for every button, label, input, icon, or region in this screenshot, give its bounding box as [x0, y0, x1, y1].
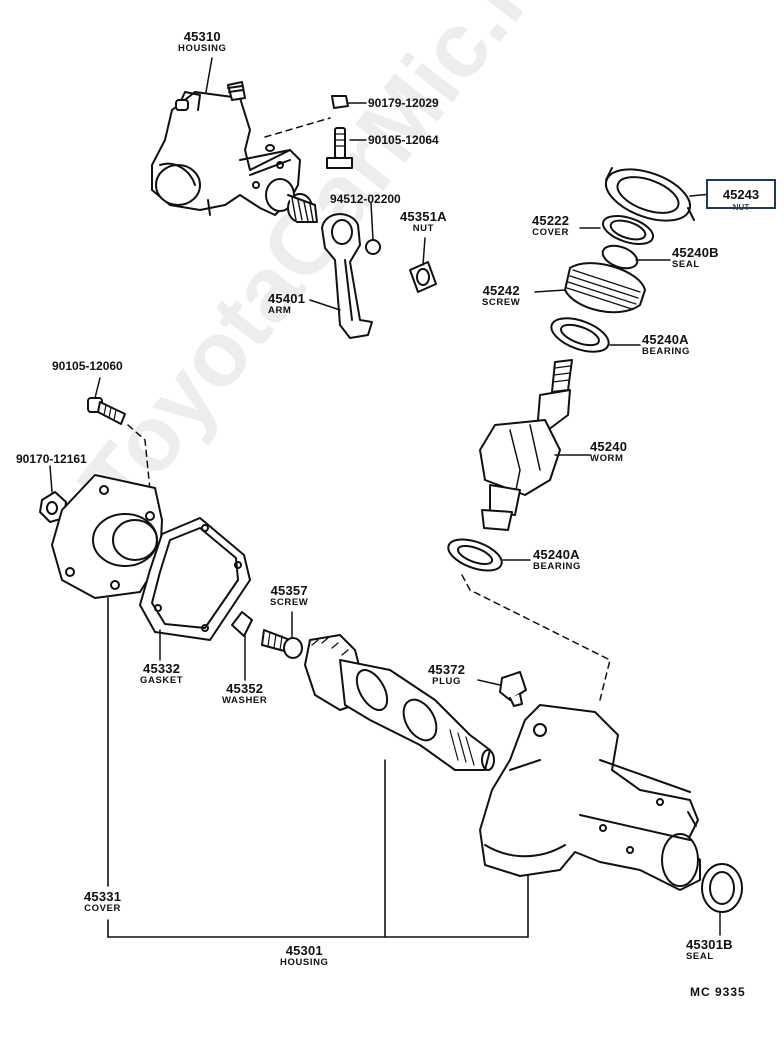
fastener-drawings-top	[264, 95, 437, 293]
fastener-90105-12064: 90105-12064	[368, 133, 439, 147]
highlight-name: NUT	[732, 203, 750, 212]
part-name: BEARING	[533, 561, 582, 572]
label-45301B: 45301B SEAL	[686, 938, 733, 962]
part-name: COVER	[532, 227, 569, 238]
part-name: COVER	[84, 903, 121, 914]
label-45301: 45301 HOUSING	[280, 944, 329, 968]
part-name: GASKET	[140, 675, 184, 686]
leader-bracket-lines	[107, 597, 529, 938]
part-number: 45240A	[642, 332, 689, 347]
part-name: SCREW	[482, 297, 521, 308]
sector-shaft-drawing	[304, 634, 495, 771]
part-number: 45401	[268, 291, 306, 306]
label-45240A-lower: 45240A BEARING	[533, 548, 581, 572]
label-45240: 45240 WORM	[590, 440, 627, 464]
diagram-code: MC 9335	[690, 985, 746, 999]
label-45351A: 45351A NUT	[400, 210, 447, 234]
label-45352: 45352 WASHER	[222, 682, 267, 706]
part-number: 45242	[482, 283, 520, 298]
part-number: 45240B	[672, 245, 719, 260]
part-number: 45240A	[533, 547, 580, 562]
part-name: NUT	[412, 223, 435, 234]
part-name: ARM	[268, 305, 292, 316]
part-number: 45357	[270, 583, 308, 598]
fastener-90170-12161: 90170-12161	[16, 452, 87, 466]
part-number: 45301	[285, 943, 323, 958]
part-number: 45301B	[686, 937, 733, 952]
fastener-90105-12060: 90105-12060	[52, 359, 123, 373]
label-45310: 45310 HOUSING	[178, 30, 227, 54]
part-number: 45240	[590, 439, 628, 454]
label-45242: 45242 SCREW	[482, 284, 520, 308]
part-number: 45310	[183, 29, 221, 44]
label-45240A-upper: 45240A BEARING	[642, 333, 690, 357]
label-45222: 45222 COVER	[532, 214, 569, 238]
part-name: BEARING	[642, 346, 691, 357]
lower-housing-drawing	[479, 704, 701, 891]
label-45357: 45357 SCREW	[270, 584, 308, 608]
plug-drawing	[477, 671, 527, 707]
upper-housing-drawing	[151, 57, 318, 223]
pitman-arm-drawing	[309, 213, 373, 339]
part-name: WORM	[590, 453, 624, 464]
part-number: 45222	[532, 213, 570, 228]
fastener-90179-12029: 90179-12029	[368, 96, 439, 110]
part-name: SEAL	[686, 951, 714, 962]
part-number: 45372	[428, 662, 466, 677]
label-45401: 45401 ARM	[268, 292, 305, 316]
label-45331: 45331 COVER	[84, 890, 121, 914]
part-number: 45352	[226, 681, 264, 696]
part-number: 45332	[143, 661, 181, 676]
lower-seal-drawing	[701, 863, 743, 936]
highlight-number: 45243	[722, 187, 760, 202]
part-number: 45351A	[400, 209, 447, 224]
label-45240B: 45240B SEAL	[672, 246, 719, 270]
part-number: 45331	[84, 889, 122, 904]
part-name: SEAL	[672, 259, 700, 270]
part-name: SCREW	[270, 597, 309, 608]
highlighted-part-45243[interactable]: 45243 NUT	[706, 179, 776, 212]
part-name: HOUSING	[280, 957, 329, 968]
fastener-94512-02200: 94512-02200	[330, 192, 401, 206]
worm-assembly-drawing	[447, 167, 713, 701]
part-name: WASHER	[222, 695, 268, 706]
side-cover-drawing	[39, 377, 303, 681]
part-name: HOUSING	[178, 43, 227, 54]
part-name: PLUG	[432, 676, 461, 687]
label-45332: 45332 GASKET	[140, 662, 183, 686]
label-45372: 45372 PLUG	[428, 663, 465, 687]
